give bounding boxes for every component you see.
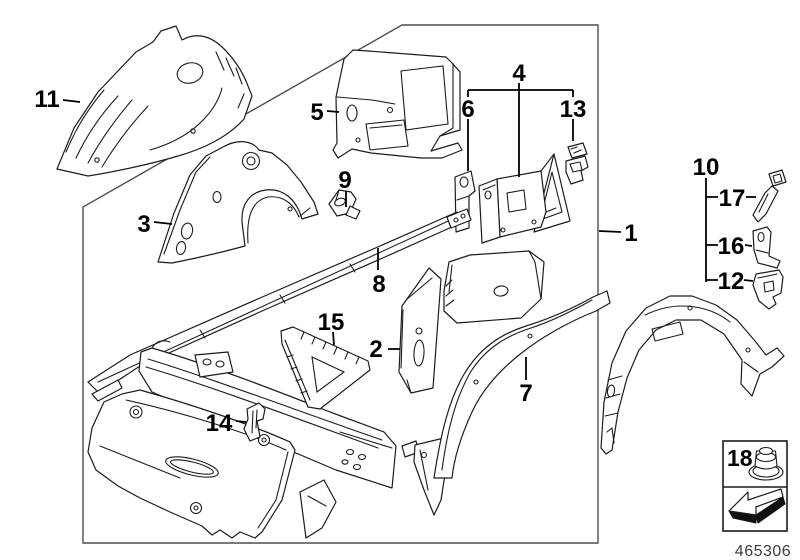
leader-16 [744,244,753,247]
callout-12: 12 [718,268,745,295]
part-2-drawing [398,267,442,394]
legend-number: 18 [727,445,753,471]
callout-14: 14 [206,410,233,437]
part-13-drawing [565,142,589,185]
part-14-outline [243,402,266,442]
callout-13: 13 [560,96,587,123]
part-11-hole [176,62,204,84]
leader-14 [235,420,247,423]
crossmember-drawing [138,340,397,489]
flange-nut-icon [748,446,784,481]
leader-12 [743,279,754,282]
leader-4-bracket [467,83,574,177]
floor-panel-drawing [87,389,337,539]
callout-5: 5 [310,99,323,126]
part-5-drawing [332,49,463,159]
leader-10 [705,178,718,282]
callout-labels: 11 3 9 5 4 6 13 1 10 17 16 12 8 15 2 7 1… [34,60,745,437]
part-17-drawing [752,169,787,223]
part-number-text: 465306 [735,543,791,560]
leader-1 [598,230,622,233]
part-15-drawing [280,326,371,410]
part-10-arch-drawing [600,295,785,455]
leader-3 [153,221,173,225]
direction-arrow-icon [728,488,786,524]
part-11-drawing [56,25,253,177]
callout-6: 6 [461,96,474,123]
callout-15: 15 [318,309,345,336]
leader-11 [62,99,81,103]
part-3-outline [157,141,319,264]
callout-3: 3 [137,211,150,238]
callout-4: 4 [512,60,526,87]
part-7-drawing [433,290,611,479]
part-17-outline [752,185,779,223]
callout-11: 11 [34,86,59,113]
part-7-upper-outline [443,250,545,324]
part-16-drawing [752,226,781,269]
callout-17: 17 [719,185,746,212]
part-7-outline [433,290,611,479]
part-16-outline [752,226,781,269]
callout-16: 16 [718,233,745,260]
legend-box: 18 [722,440,788,532]
callout-10: 10 [693,154,720,181]
part-4-drawing [478,153,571,244]
callout-9: 9 [338,167,351,194]
leader-15 [332,331,335,346]
part-11-outline [56,25,253,177]
part-3-drawing [157,141,319,264]
part-7-upper-drawing [443,250,545,324]
part-13-outline [567,142,588,159]
callout-8: 8 [372,271,385,298]
leader-5 [326,110,340,113]
callout-1: 1 [624,220,637,247]
part-12-drawing [752,269,784,310]
part-14-drawing [243,402,266,442]
callout-7: 7 [519,380,532,407]
callout-2: 2 [369,336,382,363]
frame-part-1-border [82,24,599,544]
leader-lines [62,83,756,423]
part-9-drawing [328,189,361,220]
part-10-arch-outline [600,295,785,455]
